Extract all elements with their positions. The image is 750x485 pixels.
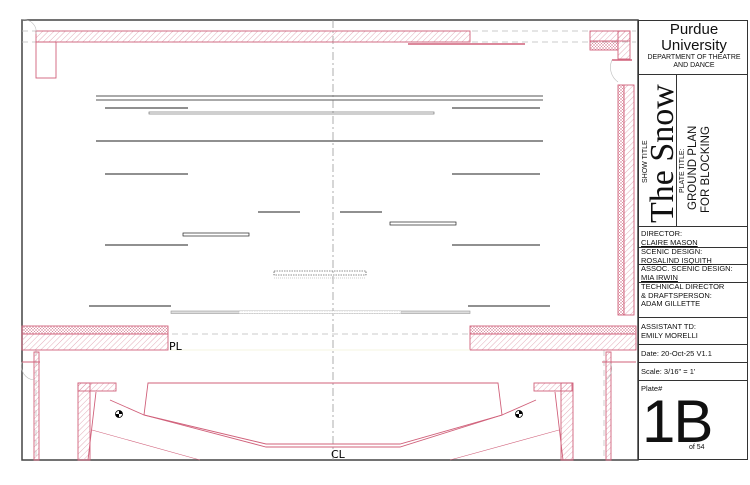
plate-section: Plate# 1B of 54	[639, 381, 747, 459]
plate-label: Plate#	[641, 384, 663, 393]
plaster-line-label: PL	[169, 340, 183, 353]
focus-symbols	[115, 410, 523, 418]
date-text: Date: 20-Oct-25 V1.1	[641, 349, 712, 358]
asst-td-section: ASSISTANT TD: EMILY MORELLI	[639, 318, 747, 345]
assoc-section: ASSOC. SCENIC DESIGN: MIA IRWIN	[639, 264, 747, 283]
director-label: DIRECTOR:	[641, 229, 683, 238]
scenic-section: SCENIC DESIGN: ROSALIND ISQUITH	[639, 247, 747, 265]
td-label-2: & DRAFTSPERSON:	[641, 290, 712, 300]
department-name: DEPARTMENT OF THEATRE AND DANCE	[647, 54, 741, 69]
scale-section: Scale: 3/16" = 1'	[639, 363, 747, 381]
plate-number: 1B	[642, 388, 713, 455]
center-line-label: CL	[331, 448, 346, 461]
scenic-label: SCENIC DESIGN:	[641, 247, 703, 256]
asst-td-label: ASSISTANT TD:	[641, 322, 697, 331]
show-title: The Snow	[644, 84, 681, 223]
td-section: TECHNICAL DIRECTOR & DRAFTSPERSON: ADAM …	[639, 282, 747, 318]
institution-section: Purdue University DEPARTMENT OF THEATRE …	[639, 21, 747, 75]
plate-title-line1: GROUND PLAN	[687, 125, 699, 210]
battens	[89, 95, 550, 314]
director-section: DIRECTOR: CLAIRE MASON	[639, 227, 747, 248]
door-swings	[21, 19, 619, 381]
scenic-name: ROSALIND ISQUITH	[641, 255, 712, 265]
scale-text: Scale: 3/16" = 1'	[641, 367, 696, 376]
title-section: SHOW TITLE The Snow PLATE TITLE: GROUND …	[639, 75, 747, 227]
plate-of: of 54	[689, 444, 705, 451]
institution-name: Purdue University	[661, 21, 727, 54]
assoc-label: ASSOC. SCENIC DESIGN:	[641, 264, 733, 273]
td-name: ADAM GILLETTE	[641, 299, 701, 309]
title-divider	[676, 75, 677, 226]
plate-title-line2: FOR BLOCKING	[700, 126, 712, 213]
walls	[21, 30, 637, 461]
date-section: Date: 20-Oct-25 V1.1	[639, 345, 747, 363]
assoc-name: MIA IRWIN	[641, 272, 678, 282]
drawing-border	[21, 19, 639, 461]
title-block: Purdue University DEPARTMENT OF THEATRE …	[638, 20, 748, 460]
director-name: CLAIRE MASON	[641, 237, 698, 247]
td-label-1: TECHNICAL DIRECTOR	[641, 282, 725, 291]
asst-td-name: EMILY MORELLI	[641, 330, 698, 340]
